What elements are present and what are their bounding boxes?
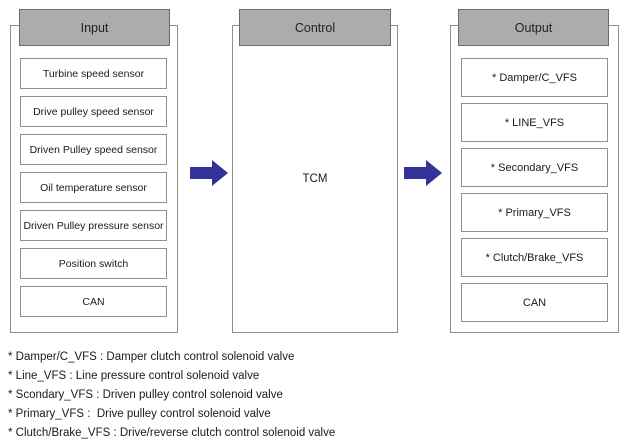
output-box-can: CAN [461, 283, 608, 322]
input-box-turbine-speed-sensor: Turbine speed sensor [20, 58, 167, 89]
control-header-label: Control [294, 20, 336, 35]
output-box-damper-c-vfs: * Damper/C_VFS [461, 58, 608, 97]
input-box-can: CAN [20, 286, 167, 317]
input-box-driven-pulley-speed-sensor: Driven Pulley speed sensor [20, 134, 167, 165]
output-column-container: * Damper/C_VFS * LINE_VFS * Secondary_VF… [450, 25, 619, 333]
output-box-primary-vfs: * Primary_VFS [461, 193, 608, 232]
input-column-header: Input [19, 9, 170, 46]
arrow-tail [190, 167, 212, 179]
input-box-driven-pulley-pressure-sensor: Driven Pulley pressure sensor [20, 210, 167, 241]
output-box-secondary-vfs: * Secondary_VFS [461, 148, 608, 187]
arrow-tail [404, 167, 426, 179]
arrow-head [212, 160, 228, 186]
input-box-position-switch: Position switch [20, 248, 167, 279]
control-column-container: TCM [232, 25, 398, 333]
note-primary-vfs: * Primary_VFS : Drive pulley control sol… [8, 408, 271, 420]
footnote-legend: * Damper/C_VFS : Damper clutch control s… [8, 348, 335, 443]
input-column-container: Turbine speed sensor Drive pulley speed … [10, 25, 178, 333]
arrow-right-icon [190, 160, 228, 186]
output-box-line-vfs: * LINE_VFS [461, 103, 608, 142]
note-line-vfs: * Line_VFS : Line pressure control solen… [8, 370, 260, 382]
note-damper-c-vfs: * Damper/C_VFS : Damper clutch control s… [8, 351, 295, 363]
arrow-head [426, 160, 442, 186]
input-box-oil-temperature-sensor: Oil temperature sensor [20, 172, 167, 203]
output-header-label: Output [514, 20, 553, 35]
note-clutch-brake-vfs: * Clutch/Brake_VFS : Drive/reverse clutc… [8, 427, 336, 439]
control-column-header: Control [239, 9, 391, 46]
note-scondary-vfs: * Scondary_VFS : Driven pulley control s… [8, 389, 283, 401]
input-box-drive-pulley-speed-sensor: Drive pulley speed sensor [20, 96, 167, 127]
tcm-unit-label: TCM [302, 173, 328, 185]
output-column-header: Output [458, 9, 609, 46]
input-header-label: Input [80, 20, 109, 35]
arrow-right-icon [404, 160, 442, 186]
output-box-clutch-brake-vfs: * Clutch/Brake_VFS [461, 238, 608, 277]
